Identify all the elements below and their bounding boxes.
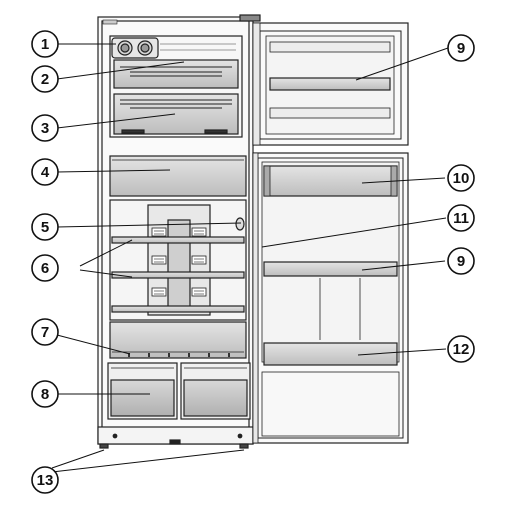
callout-number: 6 bbox=[41, 260, 49, 277]
callout-number: 10 bbox=[453, 170, 470, 187]
thermostat-knobs bbox=[111, 37, 159, 59]
callout-circle bbox=[447, 204, 475, 232]
callout-circle bbox=[447, 335, 475, 363]
callout-number: 9 bbox=[457, 253, 465, 270]
callout-c9b: 9 bbox=[447, 247, 475, 275]
crisper-drawers bbox=[107, 362, 251, 420]
callout-circle bbox=[31, 114, 59, 142]
callout-circle bbox=[447, 247, 475, 275]
callout-c12: 12 bbox=[447, 335, 475, 363]
callout-circle bbox=[31, 213, 59, 241]
crisper-cover bbox=[109, 321, 247, 359]
callout-circle bbox=[31, 380, 59, 408]
callout-number: 5 bbox=[41, 219, 49, 236]
callout-circle bbox=[31, 65, 59, 93]
callout-c6: 6 bbox=[31, 254, 59, 282]
fridge-door bbox=[252, 152, 409, 444]
callout-number: 13 bbox=[37, 472, 54, 489]
freezer-door bbox=[252, 22, 409, 146]
callout-c10: 10 bbox=[447, 164, 475, 192]
callout-circle bbox=[31, 254, 59, 282]
callout-c11: 11 bbox=[447, 204, 475, 232]
callout-number: 1 bbox=[41, 36, 49, 53]
callout-c2: 2 bbox=[31, 65, 59, 93]
callout-number: 12 bbox=[453, 341, 470, 358]
callout-c3: 3 bbox=[31, 114, 59, 142]
callout-number: 4 bbox=[41, 164, 50, 181]
callout-c7: 7 bbox=[31, 318, 59, 346]
callout-circle bbox=[31, 318, 59, 346]
callout-number: 9 bbox=[457, 40, 465, 57]
callout-circle bbox=[447, 164, 475, 192]
callout-number: 8 bbox=[41, 386, 49, 403]
callout-number: 3 bbox=[41, 120, 49, 137]
callout-c9a: 9 bbox=[447, 34, 475, 62]
freezer-compartment bbox=[109, 35, 243, 138]
callout-circle bbox=[447, 34, 475, 62]
callout-c8: 8 bbox=[31, 380, 59, 408]
callout-circle bbox=[31, 158, 59, 186]
callout-number: 11 bbox=[453, 210, 469, 227]
callout-number: 7 bbox=[41, 324, 49, 341]
leader-lines bbox=[51, 43, 449, 473]
callout-c1: 1 bbox=[31, 30, 59, 58]
callout-circle bbox=[31, 466, 59, 494]
callout-circle bbox=[31, 30, 59, 58]
callout-c5: 5 bbox=[31, 213, 59, 241]
callout-c4: 4 bbox=[31, 158, 59, 186]
callout-number: 2 bbox=[41, 71, 49, 88]
fresh-food-compartment bbox=[109, 199, 247, 321]
chiller-tray bbox=[109, 155, 247, 197]
callout-c13: 13 bbox=[31, 466, 59, 494]
